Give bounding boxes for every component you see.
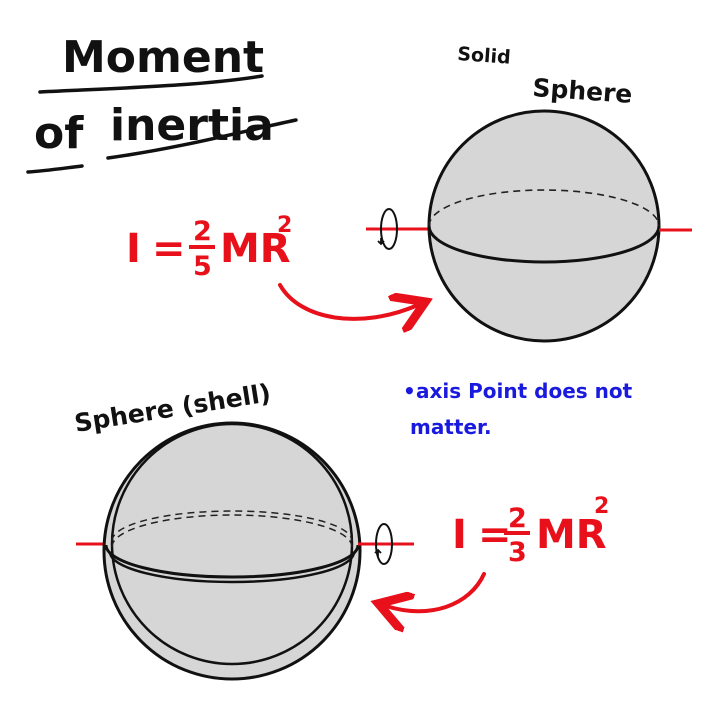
solid-equator-back	[428, 189, 660, 227]
title-line2-of: of	[34, 108, 84, 159]
solid-formula-eq: =	[152, 226, 186, 272]
title-line1: Moment	[62, 32, 264, 83]
solid-formula-denominator: 5	[193, 251, 212, 282]
shell-formula-rest: MR	[536, 512, 607, 558]
shell-curved-arrow	[386, 572, 486, 611]
shell-formula-denominator: 3	[508, 537, 527, 568]
solid-formula: I = 2 5 MR 2	[126, 213, 292, 282]
shell-sphere-section: Sphere (shell) I = 2 3 MR 2	[72, 378, 609, 681]
rotation-icon	[377, 208, 398, 250]
title-underline-2a	[26, 164, 84, 174]
solid-formula-lhs: I	[126, 226, 141, 272]
title-underline-1	[38, 74, 264, 94]
solid-formula-numerator: 2	[193, 216, 212, 247]
title: Moment of inertia	[26, 32, 298, 174]
shell-formula-lhs: I	[452, 512, 467, 558]
note-line2: matter.	[410, 415, 492, 439]
shell-equator-front-2	[108, 551, 356, 584]
axis-note: • axis Point does not matter.	[403, 379, 633, 439]
solid-formula-exponent: 2	[277, 213, 292, 238]
shell-rotation-icon	[374, 523, 393, 565]
shell-formula: I = 2 3 MR 2	[452, 494, 609, 568]
note-line1: axis Point does not	[416, 379, 633, 403]
title-underline-2b	[106, 118, 298, 160]
shell-formula-numerator: 2	[508, 503, 527, 534]
solid-equator-front	[427, 225, 661, 264]
note-bullet: •	[403, 379, 416, 403]
solid-sphere	[427, 109, 661, 343]
solid-formula-rest: MR	[220, 226, 291, 272]
solid-curved-arrow	[278, 283, 418, 319]
solid-label: Solid	[457, 43, 512, 69]
solid-sphere-section: Solid Sphere I = 2 5 MR 2	[126, 43, 692, 343]
shell-inner-sphere	[110, 422, 354, 666]
shell-equator-front-1	[104, 544, 360, 579]
shell-formula-exponent: 2	[594, 494, 609, 519]
sphere-label: Sphere	[532, 73, 634, 109]
